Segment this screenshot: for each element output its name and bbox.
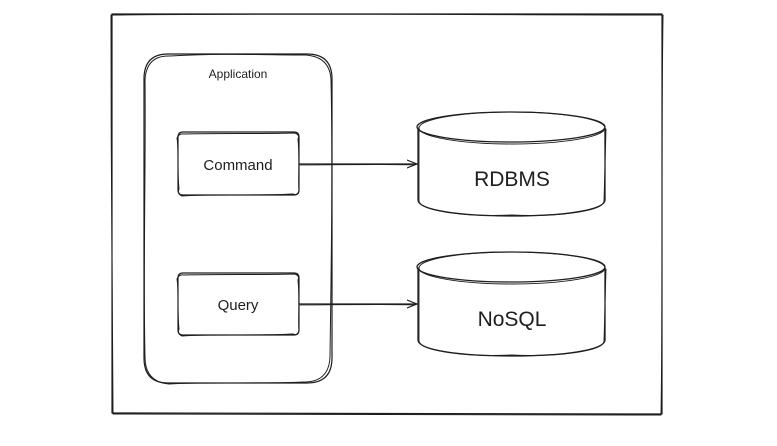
command-to-rdbms-arrow [298, 164, 418, 165]
nosql-label: NoSQL [478, 308, 547, 331]
command-label: Command [203, 157, 272, 174]
rdbms-label: RDBMS [474, 168, 550, 191]
query-to-nosql-arrow [298, 304, 418, 305]
rdbms-database: RDBMS [416, 111, 607, 217]
query-box: Query [176, 272, 300, 337]
query-label: Query [218, 297, 259, 314]
outer-frame [110, 13, 664, 416]
application-label: Application [209, 67, 268, 81]
nosql-database: NoSQL [416, 251, 607, 357]
application-container: Application [143, 53, 333, 385]
command-box: Command [176, 131, 300, 197]
